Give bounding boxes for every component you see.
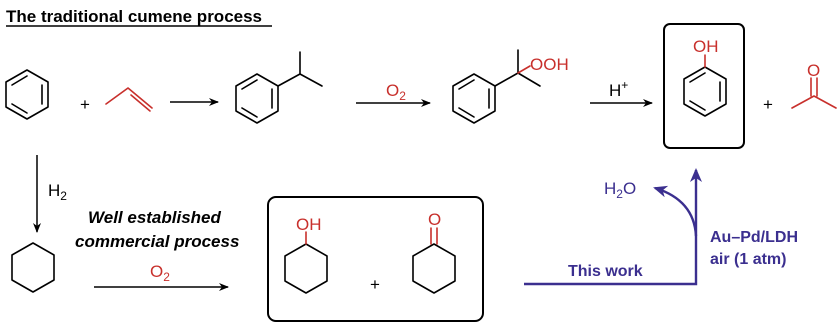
this-work-label: This work <box>568 263 643 280</box>
benzene-molecule <box>5 69 49 120</box>
phenol-oh-label: OH <box>693 37 719 56</box>
cumene-hydroperoxide-molecule <box>452 49 541 124</box>
well-established-line-2: commercial process <box>75 232 239 251</box>
water-label: H2O <box>604 179 636 201</box>
cumene-molecule <box>235 51 323 124</box>
cyclohexanone-molecule <box>412 227 456 294</box>
plus-sign-1: + <box>80 95 90 114</box>
cyclohexanol-oh-label: OH <box>296 215 322 234</box>
reagent-o2-top: O2 <box>386 81 406 103</box>
cyclohexanone-o-label: O <box>428 210 441 229</box>
phenol-product-box <box>663 23 745 149</box>
plus-sign-2: + <box>763 95 773 114</box>
reagent-h-plus: H+ <box>609 78 628 100</box>
label-ooh: OOH <box>530 55 569 74</box>
conditions-label: air (1 atm) <box>710 251 786 268</box>
plus-sign-3: + <box>370 275 380 294</box>
cyclohexane-molecule <box>11 242 55 293</box>
reagent-h2: H2 <box>48 181 67 203</box>
acetone-molecule <box>791 77 837 109</box>
scheme-title: The traditional cumene process <box>6 7 262 26</box>
arrow-water-elimination <box>653 185 698 237</box>
catalyst-label: Au–Pd/LDH <box>710 229 798 246</box>
well-established-line-1: Well established <box>88 208 222 227</box>
ka-oil-box <box>267 196 484 322</box>
arrow-this-work <box>524 168 702 286</box>
cyclohexanol-molecule <box>284 231 328 294</box>
reagent-o2-bottom: O2 <box>150 262 170 284</box>
propene-molecule <box>105 87 153 112</box>
phenol-molecule <box>683 54 727 117</box>
acetone-o-label: O <box>807 61 820 80</box>
